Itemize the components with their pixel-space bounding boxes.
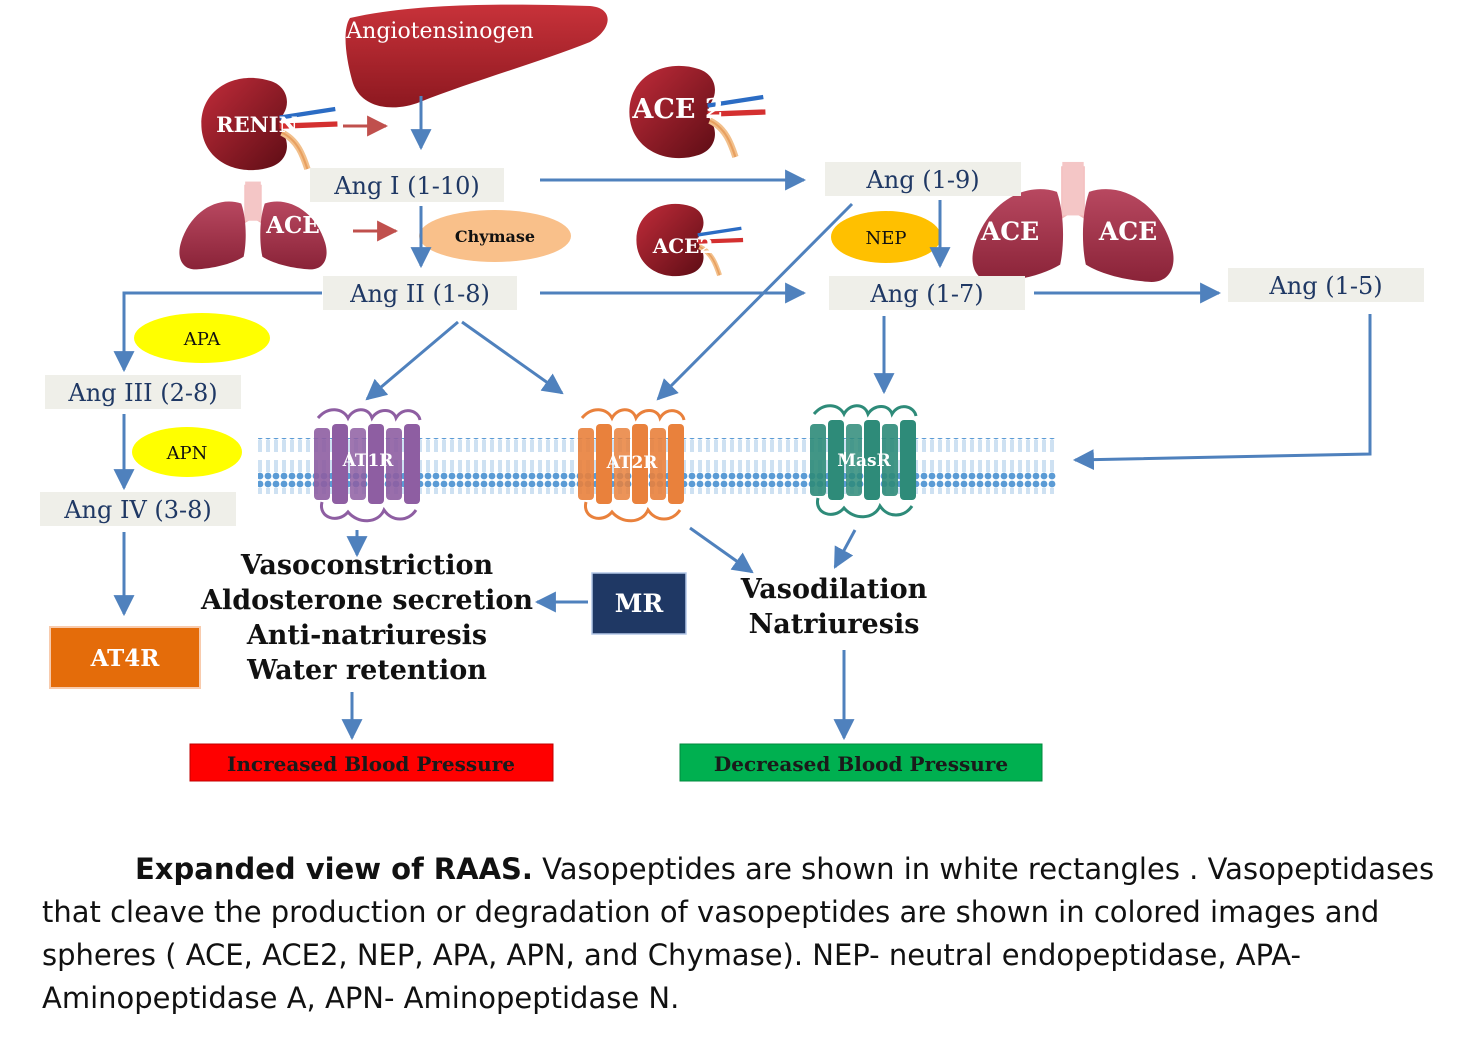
increased-bp-label: Increased Blood Pressure xyxy=(227,752,515,776)
apa-enzyme: APA xyxy=(134,313,270,363)
ang-1-7-label: Ang (1-7) xyxy=(869,280,983,308)
raas-diagram: AT1R AT2R MasR Angiotensinogen RENIN ACE… xyxy=(40,4,1424,782)
ang-iii-label: Ang III (2-8) xyxy=(67,379,217,407)
lungs-left-icon: ACE xyxy=(179,182,326,270)
at1r-receptor: AT1R xyxy=(312,408,422,523)
arrow-ang-ii-to-at1r xyxy=(365,320,459,401)
ang-ii-box: Ang II (1-8) xyxy=(323,276,517,310)
liver-icon: Angiotensinogen xyxy=(345,4,608,108)
arrow-ang-1-9-to-at2r xyxy=(656,202,854,401)
ang-1-5-label: Ang (1-5) xyxy=(1268,272,1382,300)
decreased-bp-label: Decreased Blood Pressure xyxy=(714,752,1008,776)
ace-lung-right-left-label: ACE xyxy=(980,217,1039,246)
figure-caption: Expanded view of RAAS. Vasopeptides are … xyxy=(42,848,1437,1020)
nep-enzyme: NEP xyxy=(831,211,941,263)
apa-label: APA xyxy=(183,329,221,350)
masr-receptor: MasR xyxy=(808,404,918,519)
at4r-box: AT4R xyxy=(49,626,201,689)
at2r-receptor: AT2R xyxy=(576,408,686,523)
chymase-label: Chymase xyxy=(455,227,535,246)
ang-i-box: Ang I (1-10) xyxy=(310,168,504,202)
apn-label: APN xyxy=(166,443,208,464)
depressor-effects: Vasodilation Natriuresis xyxy=(740,574,928,640)
lungs-right-icon: ACE ACE xyxy=(972,162,1173,282)
mr-box: MR xyxy=(591,572,687,635)
angiotensinogen-label: Angiotensinogen xyxy=(345,19,533,44)
decreased-bp-box: Decreased Blood Pressure xyxy=(679,743,1043,782)
ang-1-5-box: Ang (1-5) xyxy=(1228,268,1424,302)
kidney-ace2-top-icon: ACE 2 xyxy=(629,66,765,158)
pathway-arrows xyxy=(113,96,1372,741)
at1r-label: AT1R xyxy=(342,451,395,471)
ang-1-9-label: Ang (1-9) xyxy=(865,166,979,194)
ang-ii-label: Ang II (1-8) xyxy=(349,280,490,308)
pressor-effects: Vasoconstriction Aldosterone secretion A… xyxy=(200,550,533,686)
at2r-label: AT2R xyxy=(606,453,659,473)
arrow-ang-ii-to-ang-iii xyxy=(113,291,322,373)
caption-text: Vasopeptides are shown in white rectangl… xyxy=(42,852,1435,1015)
kidney-renin-icon: RENIN xyxy=(201,78,337,170)
effect-anti-natriuresis: Anti-natriuresis xyxy=(246,620,487,651)
increased-bp-box: Increased Blood Pressure xyxy=(189,743,554,782)
effect-vasoconstriction: Vasoconstriction xyxy=(240,550,494,581)
kidney-ace2-mid-icon: ACE2 xyxy=(636,204,743,276)
renin-label: RENIN xyxy=(216,112,298,137)
ang-1-7-box: Ang (1-7) xyxy=(829,276,1025,310)
ace2-mid-label: ACE2 xyxy=(652,234,714,258)
arrow-ang-ii-to-at2r xyxy=(461,320,564,395)
ang-1-9-box: Ang (1-9) xyxy=(825,162,1021,196)
ang-iv-label: Ang IV (3-8) xyxy=(63,496,212,524)
effect-aldosterone-secretion: Aldosterone secretion xyxy=(200,585,533,616)
ace-lung-left-label: ACE xyxy=(265,212,320,239)
ang-iv-box: Ang IV (3-8) xyxy=(40,492,236,526)
arrow-masr-to-effects xyxy=(833,529,857,569)
arrow-ang-1-5-to-membrane xyxy=(1072,314,1372,471)
caption-title: Expanded view of RAAS. xyxy=(135,852,533,886)
ang-iii-box: Ang III (2-8) xyxy=(45,375,241,409)
chymase-enzyme: Chymase xyxy=(419,210,571,262)
effect-vasodilation: Vasodilation xyxy=(740,574,928,605)
ang-i-label: Ang I (1-10) xyxy=(333,172,480,200)
ace2-top-label: ACE 2 xyxy=(631,94,723,125)
effect-natriuresis: Natriuresis xyxy=(749,609,920,640)
masr-label: MasR xyxy=(837,451,891,471)
effect-water-retention: Water retention xyxy=(246,655,487,686)
nep-label: NEP xyxy=(865,228,906,249)
arrow-at2r-to-effects xyxy=(689,526,754,574)
mr-label: MR xyxy=(615,589,664,618)
ace-lung-right-right-label: ACE xyxy=(1098,217,1157,246)
apn-enzyme: APN xyxy=(132,427,242,477)
at4r-label: AT4R xyxy=(90,645,161,672)
